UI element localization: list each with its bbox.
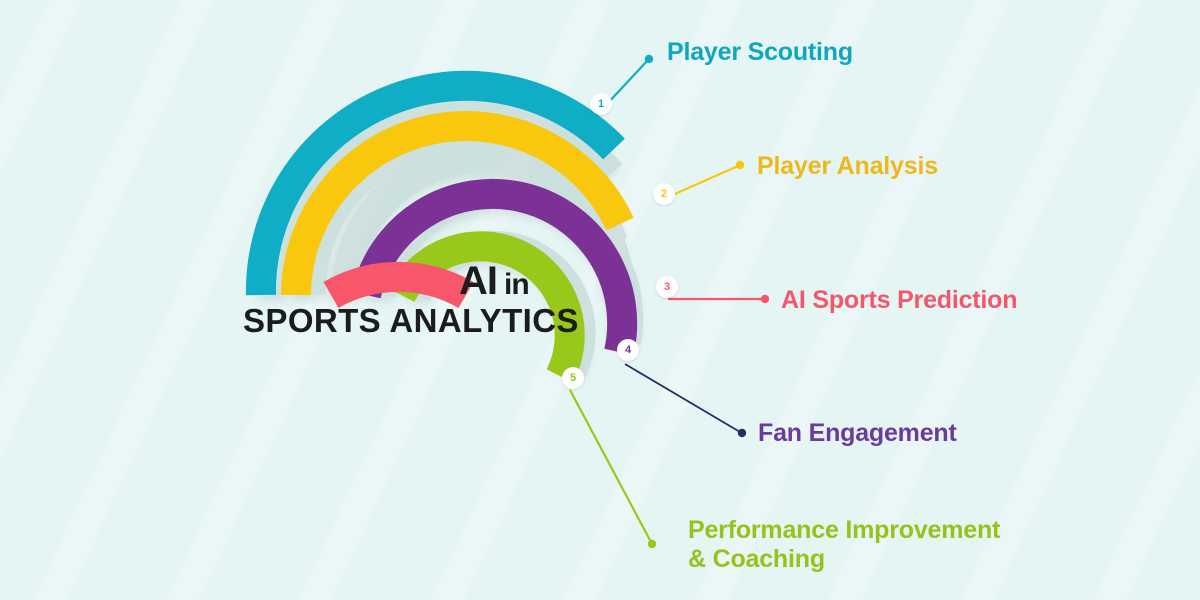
segment-badge-1-number: 1	[597, 98, 605, 110]
arc-segment-2[interactable]	[281, 111, 634, 296]
arc-segment-5[interactable]	[387, 231, 585, 383]
segment-badge-5[interactable]: 5	[562, 367, 584, 389]
segment-label-2[interactable]: Player Analysis	[757, 152, 938, 180]
segment-badge-5-number: 5	[569, 372, 577, 384]
segment-label-5[interactable]: Performance Improvement & Coaching	[688, 516, 1001, 573]
page-title-secondary: SPORTS ANALYTICS	[243, 302, 579, 339]
segment-label-3[interactable]: AI Sports Prediction	[781, 286, 1018, 314]
connector-line-4	[624, 363, 741, 433]
arc-segment-1[interactable]	[245, 70, 625, 296]
segment-badge-1[interactable]: 1	[590, 93, 612, 115]
connector-line-1	[605, 59, 649, 106]
arc-segment-4[interactable]	[351, 178, 638, 356]
segment-badge-3[interactable]: 3	[656, 276, 678, 298]
title-in: in	[504, 268, 530, 301]
connector-dot-3	[760, 294, 770, 304]
arc-segment-3[interactable]	[323, 261, 474, 309]
segment-label-4[interactable]: Fan Engagement	[758, 419, 957, 447]
connector-dot-2	[735, 160, 745, 170]
connector-line-5	[569, 389, 652, 543]
segment-badge-3-number: 3	[663, 281, 671, 293]
connector-dot-5	[647, 539, 657, 549]
connector-dot-1	[644, 54, 654, 64]
connector-line-2	[667, 164, 739, 199]
title-ai: AI	[459, 259, 498, 303]
segment-badge-2[interactable]: 2	[653, 183, 675, 205]
segment-badge-4-number: 4	[624, 344, 632, 356]
connector-dot-4	[737, 428, 747, 438]
segment-label-1[interactable]: Player Scouting	[667, 38, 853, 66]
segment-badge-2-number: 2	[660, 188, 668, 200]
segment-badge-4[interactable]: 4	[617, 339, 639, 361]
